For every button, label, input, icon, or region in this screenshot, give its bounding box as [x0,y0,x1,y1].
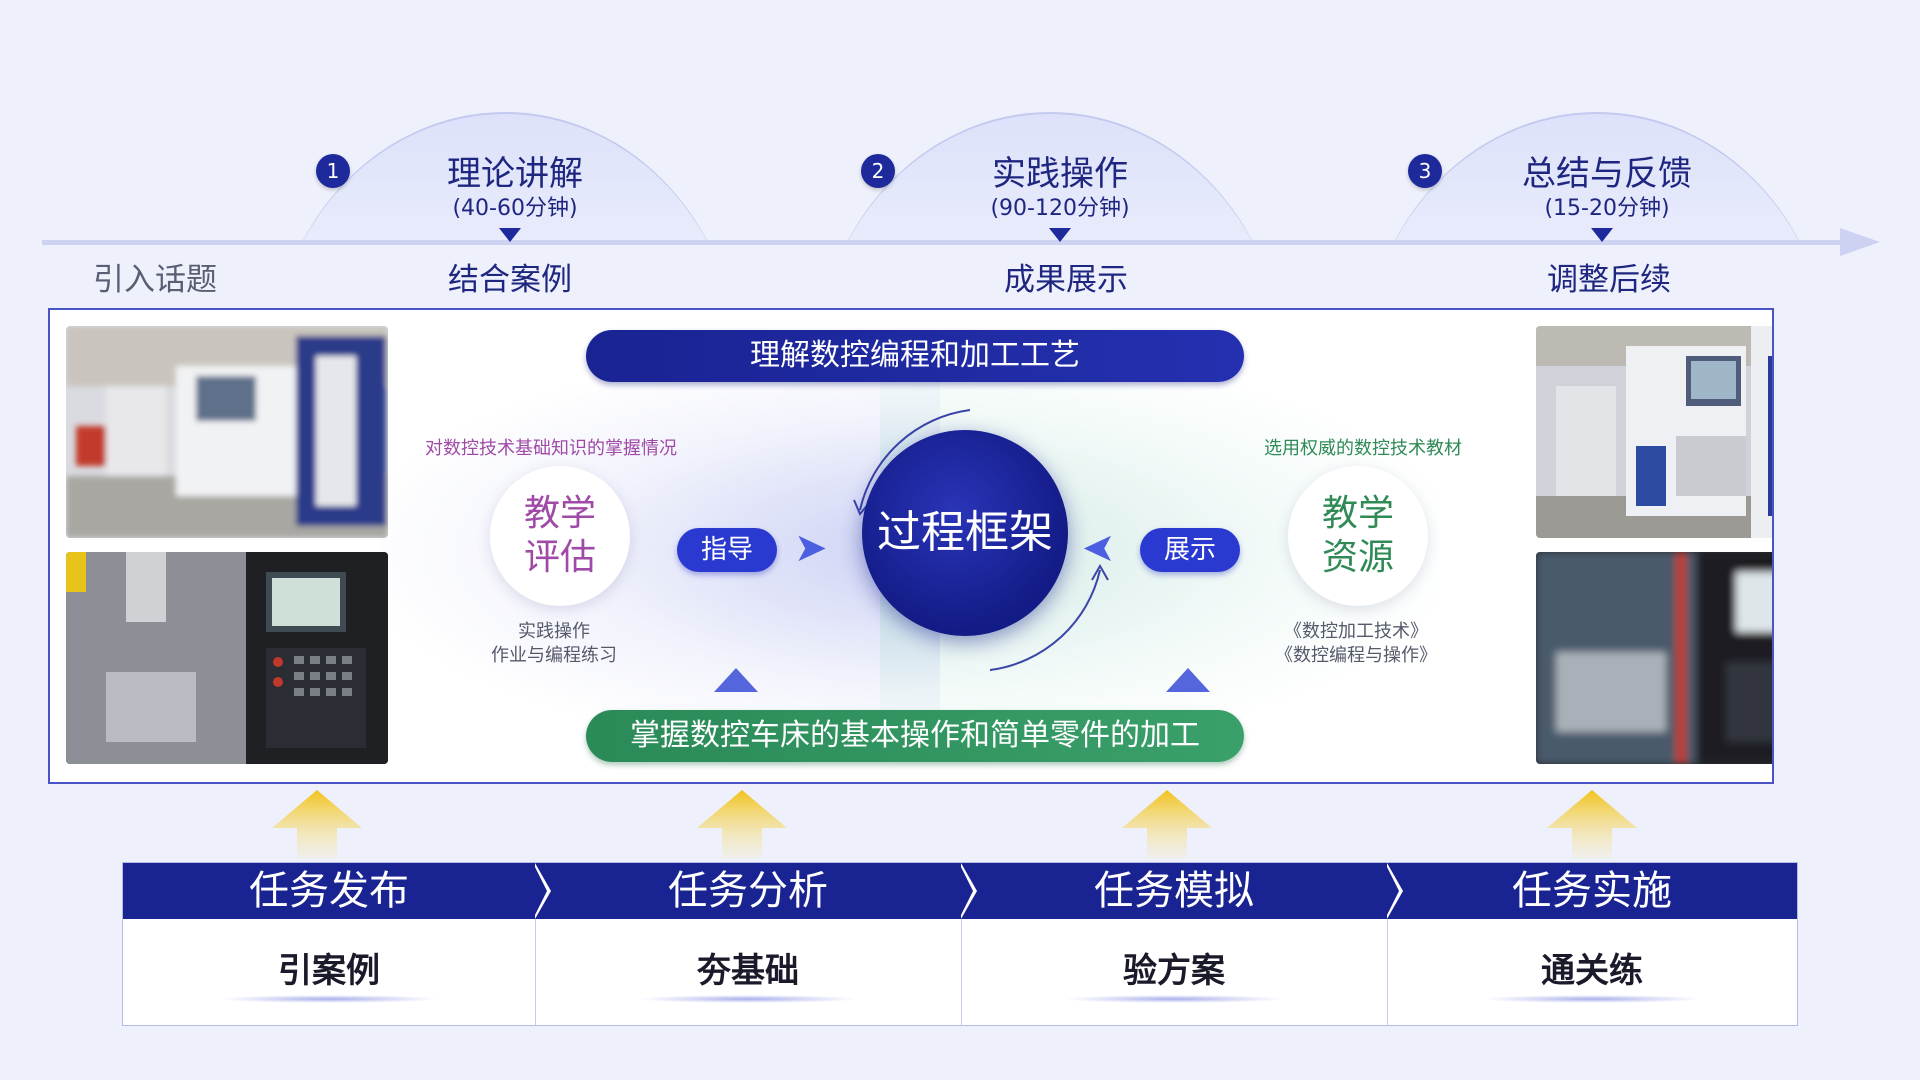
guide-pill: 指导 [677,528,777,572]
process-framework-panel: 理解数控编程和加工工艺 掌握数控车床的基本操作和简单零件的加工 过程框架 对数控… [48,308,1774,784]
task-underline-2 [638,995,858,1003]
teaching-evaluation-line2: 评估 [523,537,596,578]
task-body-2: 夯基础 [697,951,799,991]
task-underline-3 [1064,995,1284,1003]
up-chevron-left-icon [714,668,758,692]
task-head-1: 任务发布 [123,863,535,919]
timeline-arrow-icon [1840,228,1880,256]
left-below-text: 实践操作 作业与编程练习 [444,620,664,668]
step-caret-1-icon [499,228,521,242]
task-body-3: 验方案 [1123,951,1225,991]
task-steps-panel: 任务发布 任务分析 任务模拟 任务实施 引案例 夯基础 验方案 通关练 [122,862,1798,1026]
chevron-left-icon: ➤ [1082,525,1116,571]
step-time-3: (15-20分钟) [1544,196,1670,221]
task-separator-2-inner [959,863,973,919]
cycle-arrows-icon [853,409,1109,671]
task-body-1: 引案例 [278,951,380,991]
gold-up-arrow-4-icon [1547,790,1637,858]
left-below-line1: 实践操作 [518,621,590,642]
task-divider-2 [961,919,962,1025]
task-head-4: 任务实施 [1387,863,1797,919]
center-framework-circle: 过程框架 [862,430,1068,636]
step-sub-2: 成果展示 [1004,262,1128,298]
step-caret-2-icon [1049,228,1071,242]
cnc-control-photo-1 [66,552,388,764]
step-title-2: 实践操作 [992,154,1128,194]
left-below-line2: 作业与编程练习 [491,645,617,666]
teaching-evaluation-circle: 教学 评估 [490,466,630,606]
teaching-evaluation-line1: 教学 [523,493,596,534]
left-note: 对数控技术基础知识的掌握情况 [425,438,677,459]
chevron-right-icon: ➤ [794,525,828,571]
task-underline-4 [1482,995,1702,1003]
teaching-resources-line2: 资源 [1321,537,1394,578]
objective-bar-top: 理解数控编程和加工工艺 [586,330,1244,382]
cnc-workshop-photo-2 [1536,326,1772,538]
task-divider-1 [535,919,536,1025]
task-head-3: 任务模拟 [961,863,1387,919]
right-below-text: 《数控加工技术》 《数控编程与操作》 [1246,620,1466,668]
right-note: 选用权威的数控技术教材 [1264,438,1462,459]
right-below-line1: 《数控加工技术》 [1284,621,1428,642]
step-number-1: 1 [316,154,350,188]
step-time-1: (40-60分钟) [452,196,578,221]
up-chevron-right-icon [1166,668,1210,692]
step-sub-1: 结合案例 [448,262,572,298]
step-number-2: 2 [861,154,895,188]
step-caret-3-icon [1591,228,1613,242]
timeline-line [42,240,1850,245]
task-body-4: 通关练 [1541,951,1643,991]
step-sub-3: 调整后续 [1547,262,1671,298]
step-title-3: 总结与反馈 [1522,154,1692,194]
gold-up-arrow-3-icon [1122,790,1212,858]
task-separator-3-inner [1385,863,1399,919]
right-below-line2: 《数控编程与操作》 [1275,645,1437,666]
step-number-3: 3 [1408,154,1442,188]
task-separator-1-inner [533,863,547,919]
task-underline-1 [219,995,439,1003]
task-head-2: 任务分析 [535,863,961,919]
step-title-1: 理论讲解 [447,154,583,194]
display-pill: 展示 [1140,528,1240,572]
objective-bar-bottom: 掌握数控车床的基本操作和简单零件的加工 [586,710,1244,762]
intro-label: 引入话题 [93,262,217,298]
left-gradient-band [380,350,940,750]
cnc-control-photo-2 [1536,552,1772,764]
step-time-2: (90-120分钟) [990,196,1130,221]
teaching-resources-circle: 教学 资源 [1288,466,1428,606]
teaching-resources-line1: 教学 [1321,493,1394,534]
task-divider-3 [1387,919,1388,1025]
cnc-workshop-photo-1 [66,326,388,538]
gold-up-arrow-1-icon [272,790,362,858]
gold-up-arrow-2-icon [697,790,787,858]
